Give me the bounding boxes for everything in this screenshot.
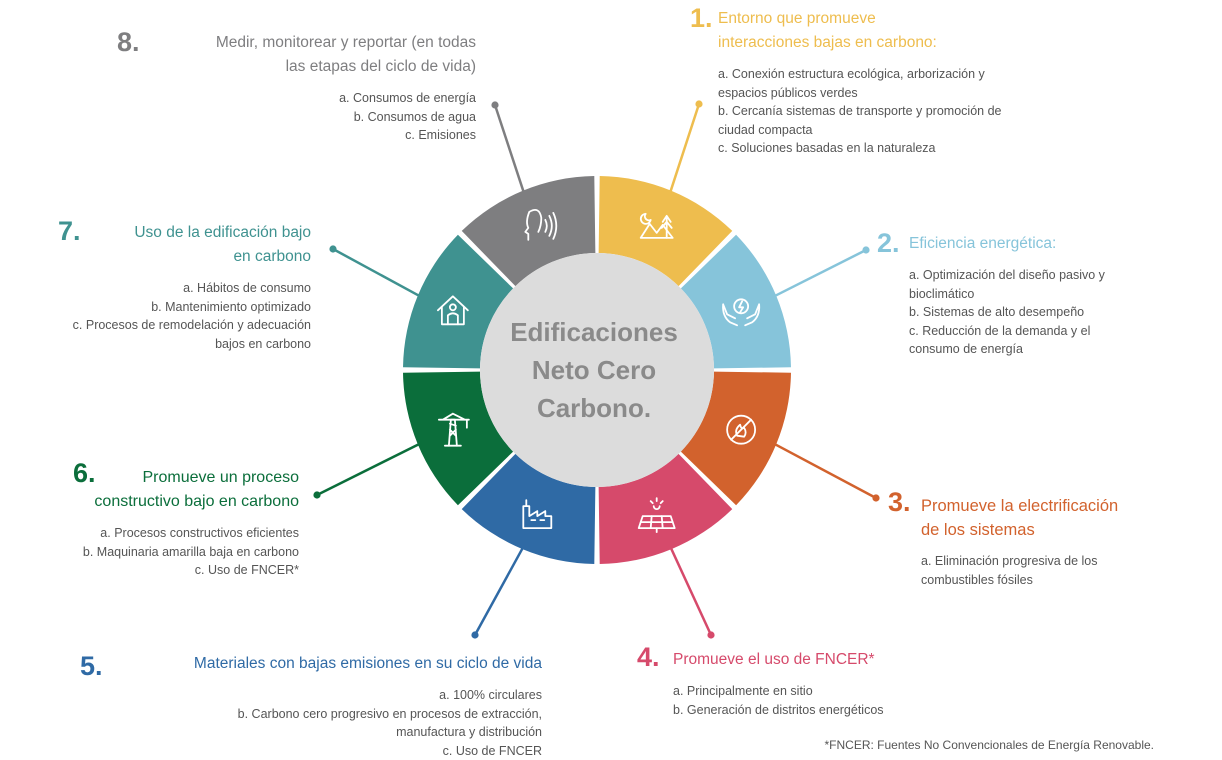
section-3-item: a. Eliminación progresiva de los bbox=[921, 552, 1118, 571]
footnote: *FNCER: Fuentes No Convencionales de Ene… bbox=[824, 738, 1154, 752]
connector-line-3 bbox=[771, 442, 876, 498]
section-7: Uso de la edificación bajo en carbono a.… bbox=[73, 221, 311, 353]
section-4-number: 4. bbox=[637, 642, 660, 672]
section-2-item: b. Sistemas de alto desempeño bbox=[909, 303, 1105, 322]
section-1-item: c. Soluciones basadas en la naturaleza bbox=[718, 139, 1001, 158]
section-5-item: a. 100% circulares bbox=[194, 686, 542, 705]
section-7-item: b. Mantenimiento optimizado bbox=[73, 298, 311, 317]
section-3: Promueve la electrificación de los siste… bbox=[921, 494, 1118, 589]
section-6: Promueve un proceso constructivo bajo en… bbox=[83, 466, 299, 580]
section-5-item: manufactura y distribución bbox=[194, 723, 542, 742]
section-6-title-line: constructivo bajo en carbono bbox=[83, 490, 299, 514]
section-1: Entorno que promueve interacciones bajas… bbox=[718, 7, 1001, 158]
section-2-item: a. Optimización del diseño pasivo y bbox=[909, 266, 1105, 285]
section-2: Eficiencia energética: a. Optimización d… bbox=[909, 232, 1105, 359]
section-7-item: a. Hábitos de consumo bbox=[73, 279, 311, 298]
section-8-title-line: Medir, monitorear y reportar (en todas bbox=[216, 31, 476, 55]
section-2-title: Eficiencia energética: bbox=[909, 232, 1105, 256]
connector-line-7 bbox=[333, 249, 423, 298]
section-5-item: c. Uso de FNCER bbox=[194, 742, 542, 760]
connector-dot-2 bbox=[862, 246, 869, 253]
section-8-item: b. Consumos de agua bbox=[216, 108, 476, 127]
connector-dot-5 bbox=[471, 631, 478, 638]
section-5-item: b. Carbono cero progresivo en procesos d… bbox=[194, 705, 542, 724]
section-6-title-line: Promueve un proceso bbox=[83, 466, 299, 490]
connector-line-5 bbox=[475, 544, 525, 635]
center-title: Edificaciones Neto Cero Carbono. bbox=[483, 313, 705, 427]
section-6-item: a. Procesos constructivos eficientes bbox=[83, 524, 299, 543]
section-7-title-line: en carbono bbox=[73, 245, 311, 269]
section-8-title: Medir, monitorear y reportar (en todas l… bbox=[216, 31, 476, 79]
section-4-item: a. Principalmente en sitio bbox=[673, 682, 884, 701]
connector-dot-1 bbox=[695, 100, 702, 107]
section-2-item: bioclimático bbox=[909, 285, 1105, 304]
section-1-item: espacios públicos verdes bbox=[718, 84, 1001, 103]
section-8-title-line: las etapas del ciclo de vida) bbox=[216, 55, 476, 79]
section-1-item: b. Cercanía sistemas de transporte y pro… bbox=[718, 102, 1001, 121]
section-8-item: c. Emisiones bbox=[216, 126, 476, 145]
section-4: Promueve el uso de FNCER* a. Principalme… bbox=[673, 648, 884, 719]
section-7-title-line: Uso de la edificación bajo bbox=[73, 221, 311, 245]
connector-line-2 bbox=[771, 250, 866, 298]
section-1-title-line: Entorno que promueve bbox=[718, 7, 1001, 31]
section-5-title: Materiales con bajas emisiones en su cic… bbox=[194, 652, 542, 676]
section-4-title: Promueve el uso de FNCER* bbox=[673, 648, 884, 672]
section-2-title-line: Eficiencia energética: bbox=[909, 232, 1105, 256]
section-7-title: Uso de la edificación bajo en carbono bbox=[73, 221, 311, 269]
section-5-title-line: Materiales con bajas emisiones en su cic… bbox=[194, 652, 542, 676]
connector-dot-4 bbox=[707, 631, 714, 638]
section-3-item: combustibles fósiles bbox=[921, 571, 1118, 590]
section-3-title-line: Promueve la electrificación bbox=[921, 494, 1118, 518]
section-7-item: c. Procesos de remodelación y adecuación bbox=[73, 316, 311, 335]
section-3-number: 3. bbox=[888, 487, 911, 517]
section-8-number: 8. bbox=[117, 27, 140, 57]
section-6-item: b. Maquinaria amarilla baja en carbono bbox=[83, 543, 299, 562]
section-2-item: c. Reducción de la demanda y el bbox=[909, 322, 1105, 341]
section-1-title: Entorno que promueve interacciones bajas… bbox=[718, 7, 1001, 55]
section-3-title: Promueve la electrificación de los siste… bbox=[921, 494, 1118, 542]
section-7-item: bajos en carbono bbox=[73, 335, 311, 354]
center-title-line: Edificaciones bbox=[483, 313, 705, 351]
section-5: Materiales con bajas emisiones en su cic… bbox=[194, 652, 542, 760]
section-1-item: ciudad compacta bbox=[718, 121, 1001, 140]
section-6-item: c. Uso de FNCER* bbox=[83, 561, 299, 580]
section-8-item: a. Consumos de energía bbox=[216, 89, 476, 108]
section-4-item: b. Generación de distritos energéticos bbox=[673, 701, 884, 720]
connector-dot-3 bbox=[872, 494, 879, 501]
center-title-line: Neto Cero bbox=[483, 351, 705, 389]
section-6-title: Promueve un proceso constructivo bajo en… bbox=[83, 466, 299, 514]
section-3-title-line: de los sistemas bbox=[921, 518, 1118, 542]
connector-line-8 bbox=[495, 105, 525, 196]
center-title-line: Carbono. bbox=[483, 389, 705, 427]
connector-line-1 bbox=[669, 104, 699, 196]
connector-line-4 bbox=[669, 544, 711, 635]
connector-dot-8 bbox=[491, 101, 498, 108]
section-2-number: 2. bbox=[877, 228, 900, 258]
section-1-item: a. Conexión estructura ecológica, arbori… bbox=[718, 65, 1001, 84]
connector-dot-7 bbox=[329, 245, 336, 252]
section-1-number: 1. bbox=[690, 3, 713, 33]
section-2-item: consumo de energía bbox=[909, 340, 1105, 359]
connector-dot-6 bbox=[313, 491, 320, 498]
section-4-title-line: Promueve el uso de FNCER* bbox=[673, 648, 884, 672]
section-1-title-line: interacciones bajas en carbono: bbox=[718, 31, 1001, 55]
section-8: Medir, monitorear y reportar (en todas l… bbox=[216, 31, 476, 145]
section-5-number: 5. bbox=[80, 651, 103, 681]
connector-line-6 bbox=[317, 442, 423, 495]
